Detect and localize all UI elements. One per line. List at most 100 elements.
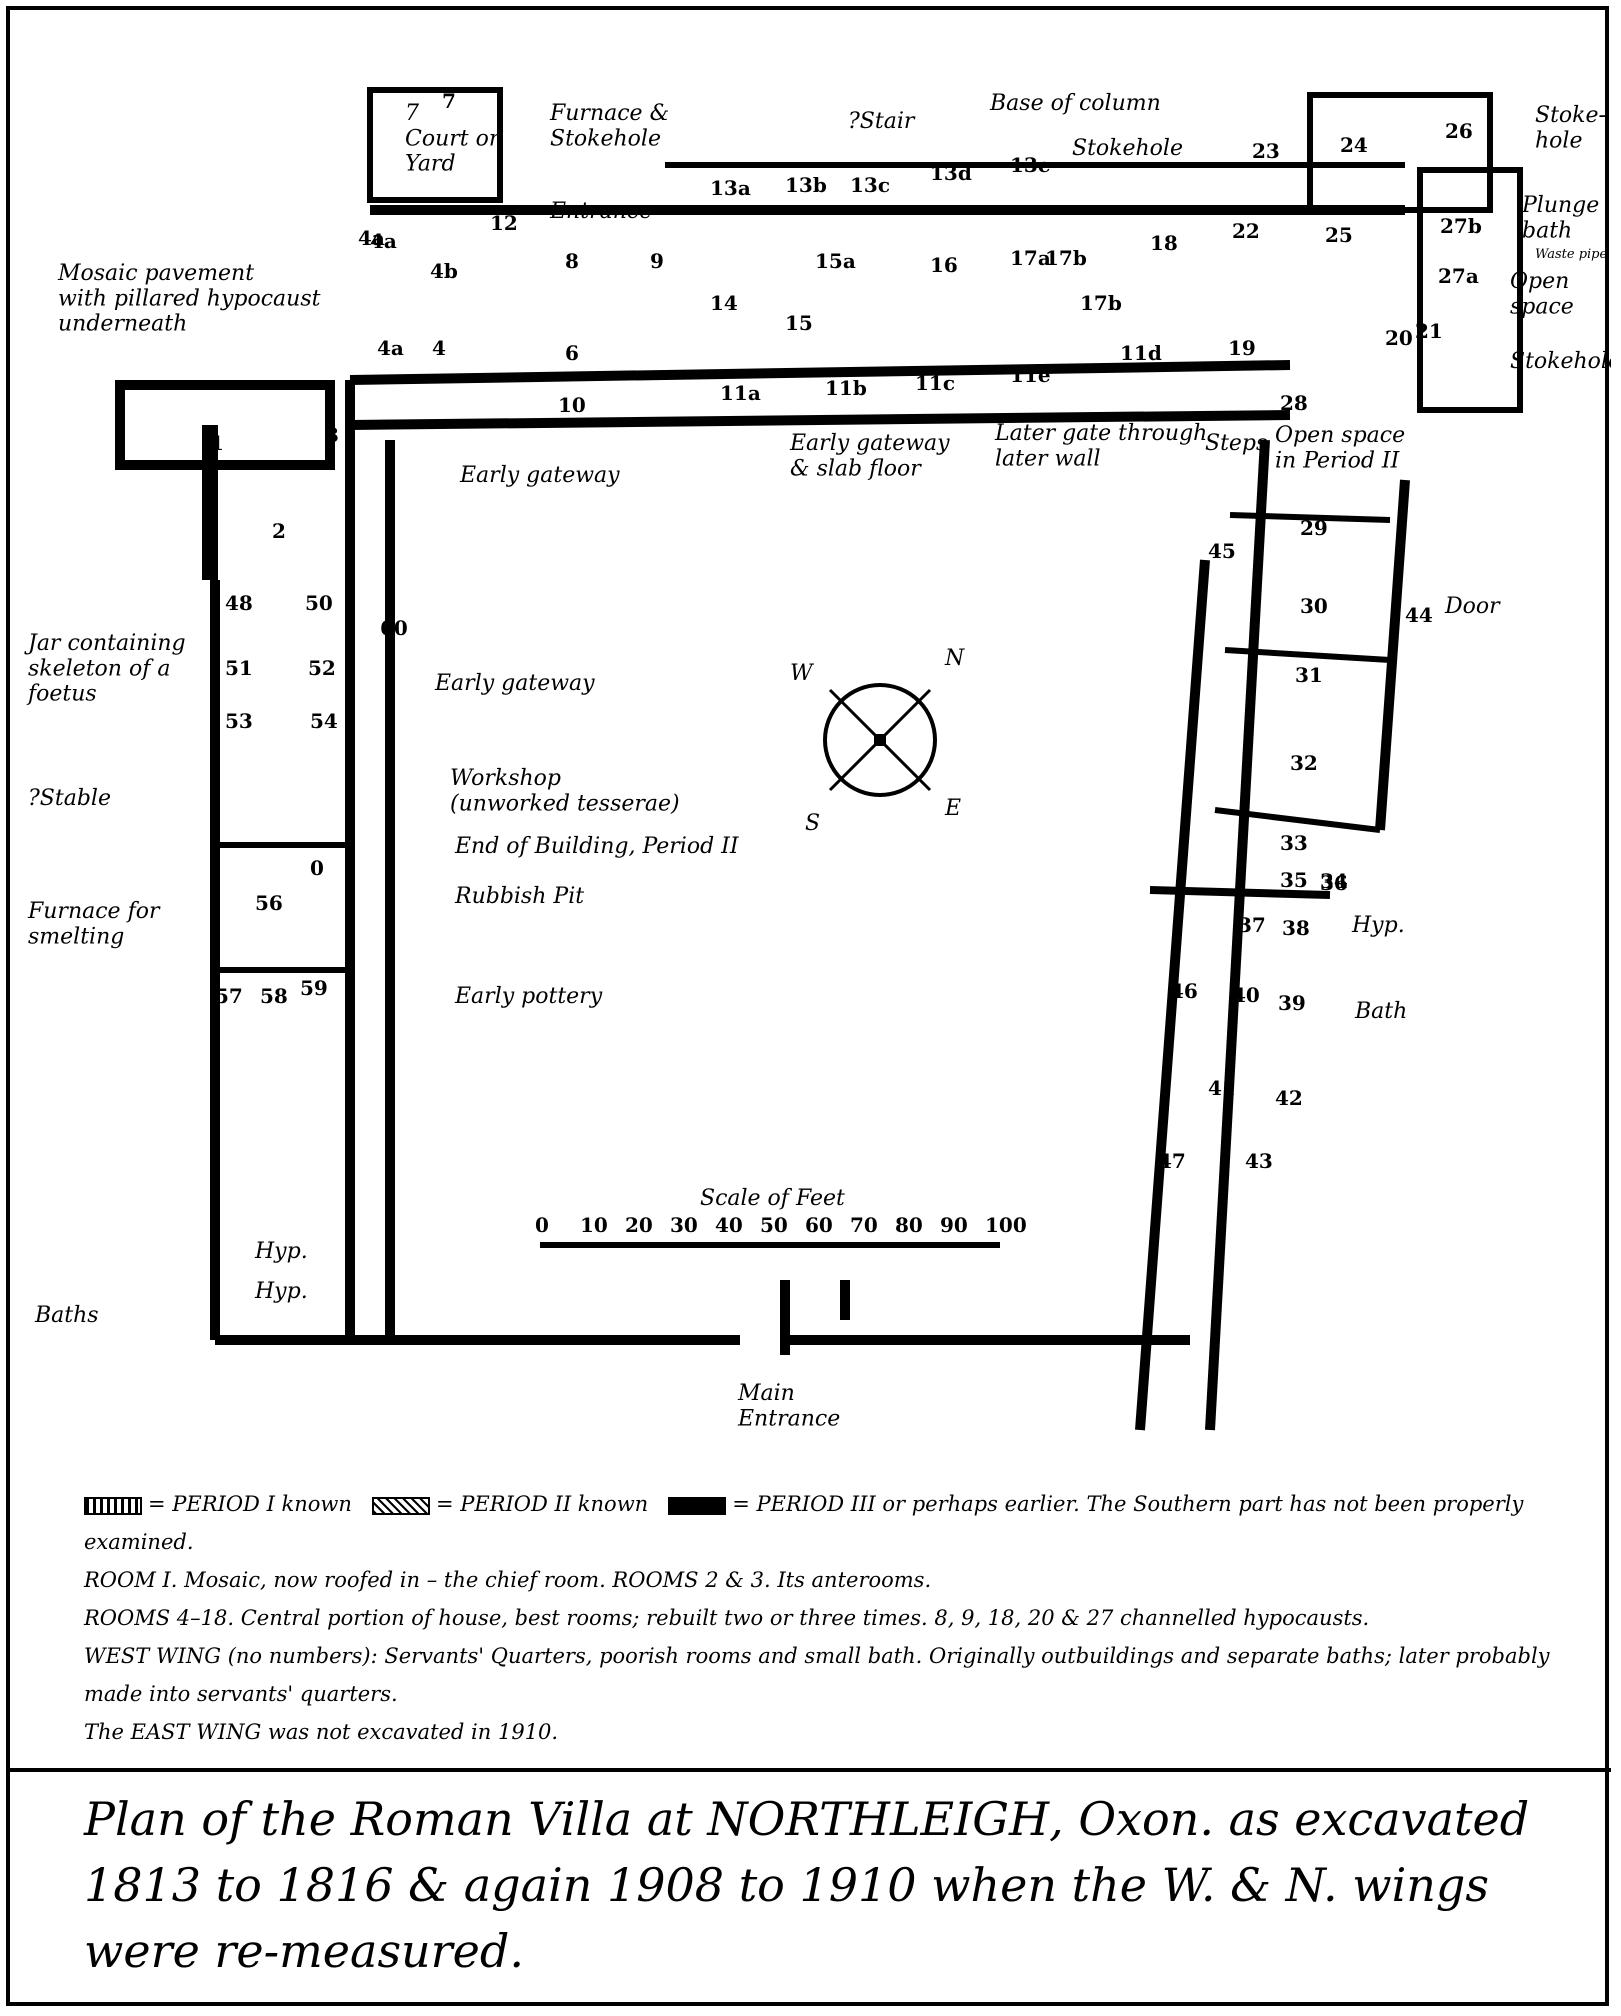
label-rubbish-pit: Rubbish Pit [454,884,584,909]
room-number: 36 [1320,871,1348,895]
room-number: 13b [785,173,827,197]
legend-line-2: ROOM I. Mosaic, now roofed in – the chie… [84,1568,932,1592]
ne-bath-outline [1417,167,1523,413]
label-baths: Baths [34,1303,99,1328]
room-number: 52 [308,656,336,680]
room-number: 57 [215,984,243,1008]
north-corridor-inner-wall [349,360,1291,385]
label-bath-east: Bath [1354,999,1407,1024]
room-number: 3 [325,423,339,447]
room-number: 13a [710,176,751,200]
room-number: 31 [1295,663,1323,687]
east-wing-inner-wall [1205,439,1270,1431]
east-wing-west-wall [1135,559,1210,1431]
room-number: 48 [225,591,253,615]
room-number: 28 [1280,391,1308,415]
legend-line-1: = PERIOD I known = PERIOD II known = PER… [84,1485,1584,1561]
label-steps: Steps [1205,431,1267,456]
room-number: 27a [1438,264,1479,288]
room-number: 42 [1275,1086,1303,1110]
partition-33 [1214,807,1381,833]
scale-tick: 0 [535,1213,549,1237]
room-number: 17b [1080,291,1122,315]
scale-tick: 100 [985,1213,1027,1237]
label-early-gateway-north: Early gateway [459,463,620,488]
label-stable: ?Stable [28,786,111,811]
room-number: 39 [1278,991,1306,1015]
scale-tick: 50 [760,1213,788,1237]
label-stokeholes: Stokeholes [1510,349,1611,374]
room-number: 13c [850,173,890,197]
label-door: Door [1444,594,1501,619]
scale-tick: 40 [715,1213,743,1237]
room-number: 7 [442,89,456,113]
room-number: 21 [1415,319,1443,343]
room-number: 18 [1150,231,1178,255]
legend-line-4: WEST WING (no numbers): Servants' Quarte… [84,1644,1550,1706]
label-early-gateway-slab: Early gateway& slab floor [789,431,950,481]
compass-label-s: S [805,811,820,836]
room-number: 45 [1208,539,1236,563]
scale-tick: 60 [805,1213,833,1237]
east-wing-east-wall [1375,479,1410,831]
room-number: 11e [1010,363,1051,387]
compass [823,683,937,797]
scale-tick: 20 [625,1213,653,1237]
plan-caption: Plan of the Roman Villa at NORTHLEIGH, O… [84,1792,1530,1978]
outer-frame [6,6,1609,2006]
compass-center [874,734,886,746]
swatch-period-2 [371,1496,430,1515]
label-stokehole-mid: Stokehole [1072,136,1183,161]
partition-31 [1224,647,1391,663]
room-number: 25 [1325,223,1353,247]
room-number: 51 [225,656,253,680]
ne-block-outline [1307,92,1493,213]
room-number: 53 [225,709,253,733]
legend-period-3: = PERIOD III or perhaps earlier. The Sou… [84,1492,1524,1554]
room-number: 10 [558,393,586,417]
caption-divider [10,1768,1611,1772]
compass-label-n: N [944,646,965,671]
room-number: 59 [300,976,328,1000]
compass-label-w: W [790,661,815,686]
room-number: 22 [1232,219,1260,243]
legend: = PERIOD I known = PERIOD II known = PER… [84,1485,1584,1751]
room-number: 58 [260,984,288,1008]
room-number: 54 [310,709,338,733]
room-number: 41 [1208,1076,1236,1100]
room-number: 27b [1440,214,1482,238]
room-number: 23 [1252,139,1280,163]
room-number: 17b [1045,246,1087,270]
room-number: 17a [1010,246,1051,270]
room-number: 40 [1232,983,1260,1007]
label-hyp-2: Hyp. [254,1279,308,1304]
room-number: 1 [210,431,224,455]
label-hyp-east: Hyp. [1351,913,1405,938]
room-number: 37 [1238,913,1266,937]
court-outline [367,87,503,203]
room-number: 12 [490,211,518,235]
room-number: 34 [1320,869,1348,893]
room-number: 43 [1245,1149,1273,1173]
scale-tick: 80 [895,1213,923,1237]
room-number: 29 [1300,516,1328,540]
compass-circle [823,683,937,797]
room-number: 13d [930,161,972,185]
north-corridor-south-wall [349,410,1291,430]
room-number: 19 [1228,336,1256,360]
room-number: 11a [720,381,761,405]
label-scale-of-feet: Scale of Feet [700,1186,845,1211]
room-number: 35 [1280,868,1308,892]
room-number: 4a [377,336,404,360]
label-base-of-column: Base of column [989,91,1161,116]
